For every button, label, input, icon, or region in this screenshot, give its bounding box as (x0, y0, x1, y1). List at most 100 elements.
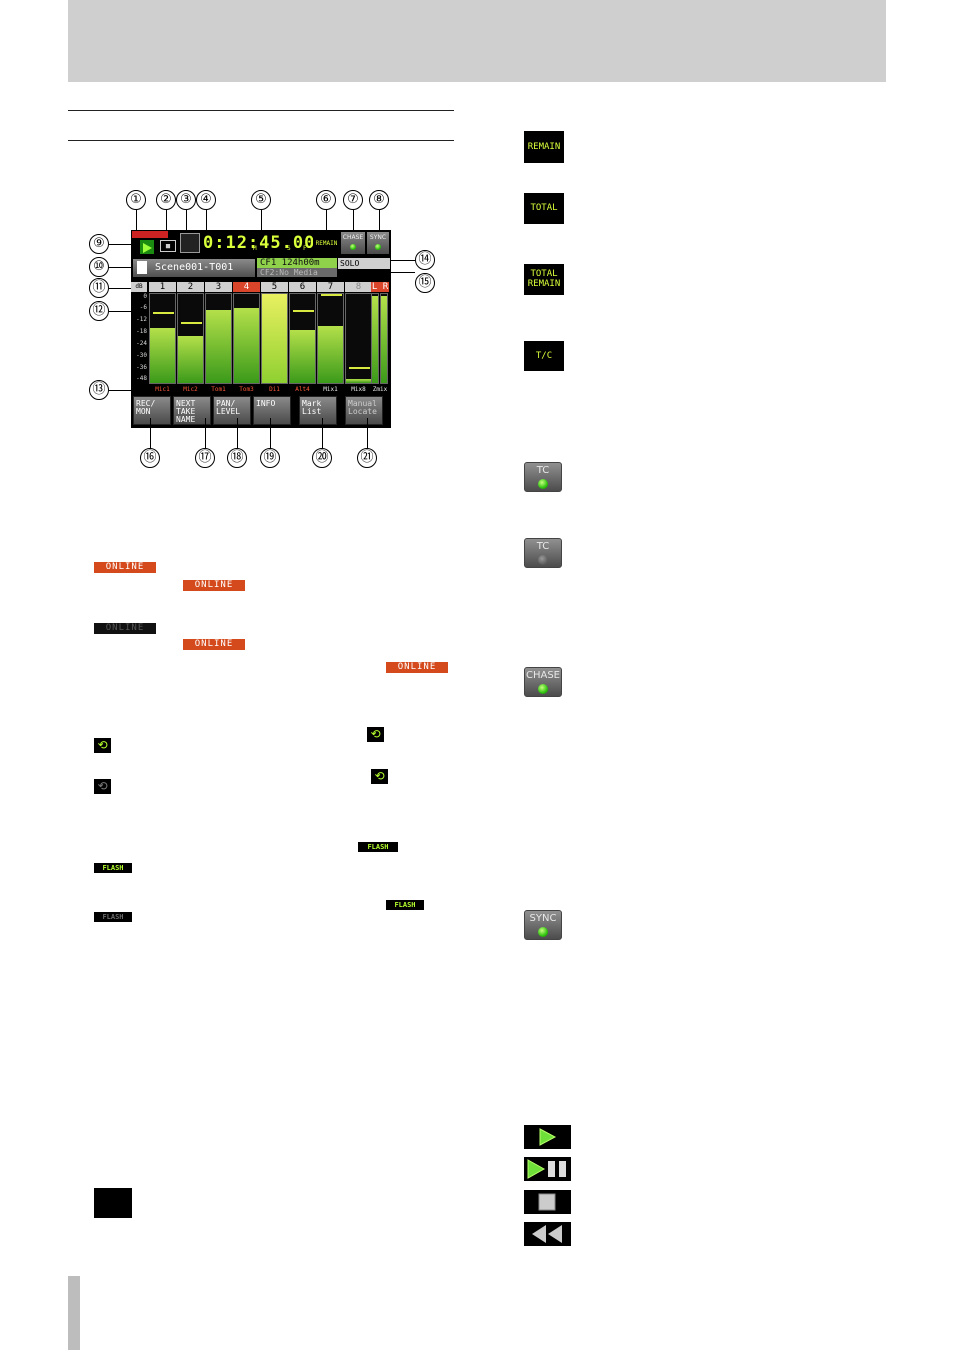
online-icon-lit: ONLINE (94, 562, 156, 573)
time-unit-s: S (287, 245, 291, 252)
tc-led-off-button: TC (524, 538, 562, 568)
meter-fill (262, 294, 287, 383)
callout-9: ⑨ (89, 234, 109, 254)
flash-icon-inline-2: FLASH (386, 900, 424, 910)
meter-fill (381, 296, 387, 383)
next-take-name-button[interactable]: NEXT TAKE NAME (173, 396, 211, 425)
remain-display-button[interactable]: REMAIN (313, 234, 340, 254)
fkey-label-line1: PAN/ (216, 399, 236, 408)
callout-12: ⑫ (89, 301, 109, 321)
stop-status-icon (524, 1190, 571, 1214)
cf2-media-status: CF2:No Media (257, 268, 337, 277)
leader-21 (367, 418, 368, 448)
sync-indicator[interactable]: SYNC (367, 232, 389, 254)
scene-name-text: Scene001-T001 (155, 262, 234, 273)
db-tick-24: -24 (136, 340, 147, 347)
meter-channel-3 (205, 293, 232, 384)
manual-locate-button[interactable]: Manual Locate (345, 396, 383, 425)
online-icon-lit-inline-3: ONLINE (386, 662, 448, 673)
remain-time-icon: REMAIN (524, 131, 564, 163)
channel-number-7: 7 (317, 282, 344, 292)
grey-led-icon (538, 555, 548, 565)
channel-number-2: 2 (177, 282, 204, 292)
fkey-label-line1: INFO (256, 399, 276, 408)
tc-label: TC (536, 465, 550, 476)
callout-5: ⑤ (251, 190, 271, 210)
channel-number-1: 1 (149, 282, 176, 292)
fkey-label-line2: TAKE (176, 407, 196, 416)
play-status-icon (524, 1125, 571, 1149)
meter-peak-hold (293, 310, 314, 312)
callout-18: ⑱ (227, 448, 247, 468)
callout-8: ⑧ (369, 190, 389, 210)
meter-fill (372, 296, 378, 383)
chase-led-button: CHASE (524, 667, 562, 697)
status-strip (132, 231, 168, 238)
db-tick-30: -30 (136, 352, 147, 359)
play-pause-status-icon (524, 1157, 571, 1181)
page-tab-marker (68, 1276, 80, 1350)
db-tick-36: -36 (136, 364, 147, 371)
meter-channel-7 (317, 293, 344, 384)
time-unit-m: M (253, 245, 257, 252)
leader-5 (261, 210, 262, 234)
leader-6 (326, 210, 327, 234)
rec-mon-button[interactable]: REC/ MON (133, 396, 171, 425)
green-led-icon (538, 927, 548, 937)
sync-led-button: SYNC (524, 910, 562, 940)
sync-label: SYNC (529, 913, 557, 924)
leader-4 (206, 210, 207, 230)
meter-channel-1 (149, 293, 176, 384)
channel-name-4: Tom3 (233, 385, 260, 394)
channel-name-7: Mix1 (317, 385, 344, 394)
meter-channel-8 (345, 293, 372, 384)
leader-8 (379, 210, 380, 234)
online-icon-lit-inline: ONLINE (183, 580, 245, 591)
info-button[interactable]: INFO (253, 396, 291, 425)
chase-indicator[interactable]: CHASE (341, 232, 365, 254)
channel-name-5: Di1 (261, 385, 288, 394)
green-led-icon (538, 684, 548, 694)
leader-10 (109, 267, 131, 268)
flash-icon-inline: FLASH (358, 842, 398, 852)
mode-indicator: ■ (160, 240, 176, 252)
channel-number-lr: L R (371, 282, 389, 292)
db-tick-0: 0 (143, 293, 147, 300)
channel-name-8: Mix8 (345, 385, 372, 394)
callout-21: ㉑ (357, 448, 377, 468)
chase-label: CHASE (525, 670, 560, 681)
callout-15: ⑮ (415, 273, 435, 293)
fkey-label-line1: Manual (348, 399, 377, 408)
callout-10: ⑩ (89, 257, 109, 277)
scene-name-button[interactable]: Scene001-T001 (133, 259, 255, 277)
meter-fill (318, 326, 343, 383)
meter-fill (346, 379, 371, 383)
mark-list-button[interactable]: Mark List (299, 396, 337, 425)
meter-peak-hold (153, 312, 174, 314)
timecode-icon: T/C (524, 341, 564, 371)
leader-11 (109, 288, 131, 289)
tc-led-on-button: TC (524, 462, 562, 492)
leader-12 (109, 311, 131, 312)
meter-stereo-right (380, 293, 388, 384)
time-unit-f: F (303, 245, 307, 252)
db-scale-header: dB (131, 282, 147, 292)
section-rule-top (68, 110, 454, 111)
meter-fill (290, 330, 315, 383)
fkey-label-line1: REC/ (136, 399, 156, 408)
pan-level-button[interactable]: PAN/ LEVEL (213, 396, 251, 425)
leader-9 (109, 244, 131, 245)
leader-17 (205, 418, 206, 448)
leader-2 (166, 210, 167, 238)
leader-20 (322, 418, 323, 448)
channel-name-1: Mic1 (149, 385, 176, 394)
solo-indicator: SOLO (338, 258, 390, 269)
total-remain-line2: REMAIN (527, 279, 561, 289)
channel-number-6: 6 (289, 282, 316, 292)
meter-fill (178, 336, 203, 383)
leader-1 (136, 210, 137, 232)
callout-11: ⑪ (89, 278, 109, 298)
file-icon (137, 261, 147, 274)
flash-icon-unlit: FLASH (94, 912, 132, 922)
callout-4: ④ (196, 190, 216, 210)
